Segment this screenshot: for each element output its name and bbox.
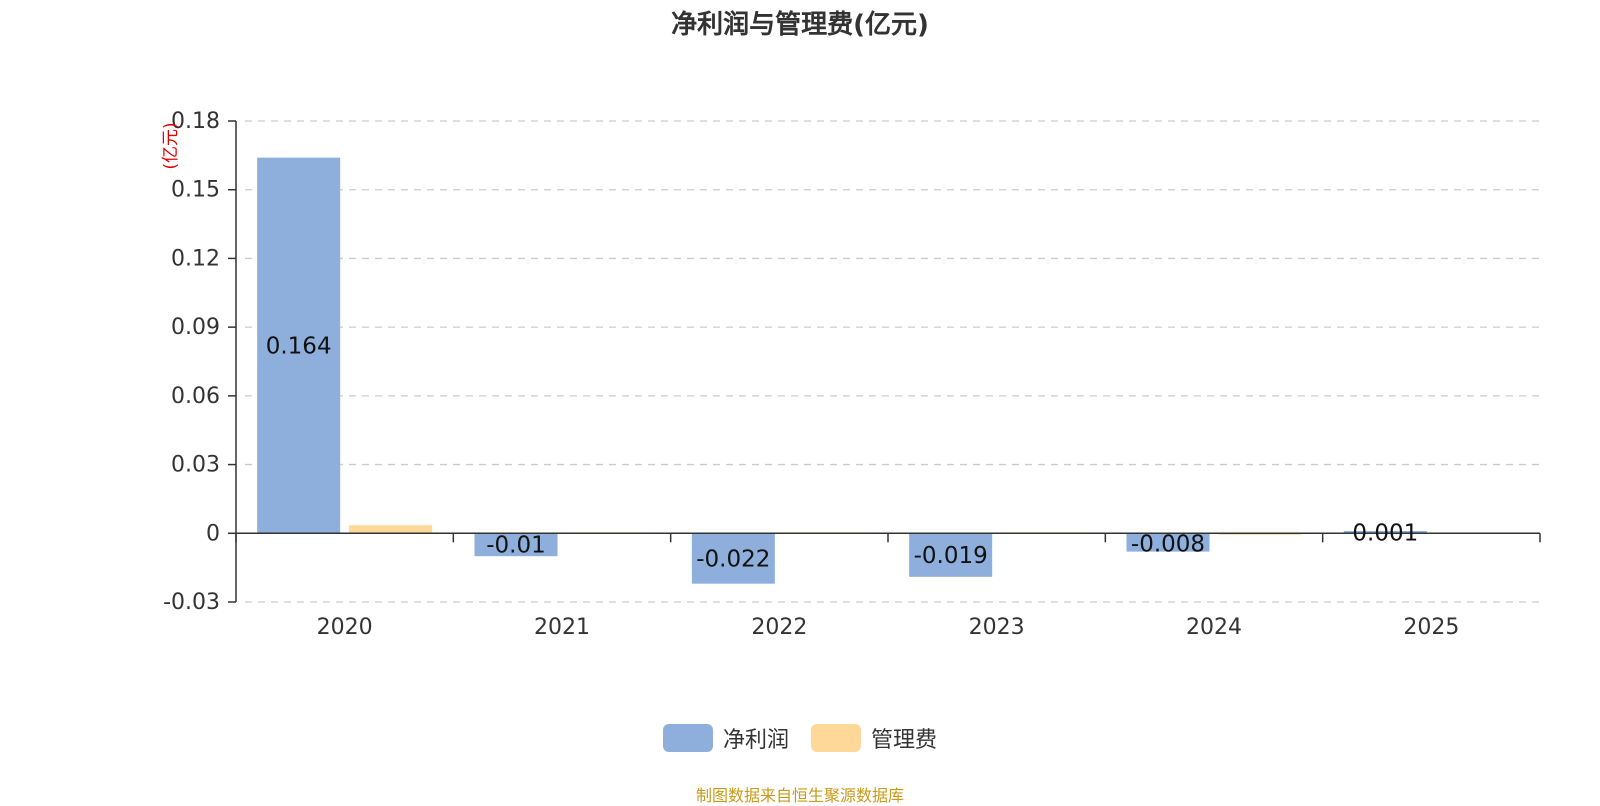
legend-item-net-profit[interactable]: 净利润 — [662, 722, 789, 754]
data-label-net-profit-2020: 0.164 — [266, 333, 332, 359]
data-labels: 0.164 -0.01 -0.022 -0.019 -0.008 0.001 — [266, 333, 1419, 572]
bar-net-profit-2024 — [1126, 533, 1210, 552]
bars — [257, 157, 1427, 584]
y-tick-label: -0.03 — [163, 590, 220, 615]
data-label-net-profit-2025: 0.001 — [1352, 520, 1418, 546]
y-tick-label: 0 — [206, 521, 220, 546]
data-label-net-profit-2021: -0.01 — [486, 533, 546, 559]
x-tick-label-2023: 2023 — [969, 615, 1025, 640]
bar-net-profit-2022 — [691, 533, 775, 584]
legend-swatch-admin-expense — [811, 724, 861, 752]
y-tick-label: 0.06 — [171, 384, 220, 409]
x-tick-label-2022: 2022 — [751, 615, 807, 640]
bar-net-profit-2021 — [474, 533, 558, 557]
legend: 净利润 管理费 — [0, 722, 1600, 754]
data-label-net-profit-2022: -0.022 — [696, 546, 770, 572]
y-tick-label: 0.12 — [171, 246, 220, 271]
data-label-net-profit-2023: -0.019 — [914, 543, 988, 569]
bar-net-profit-2025 — [1343, 530, 1427, 534]
bar-net-profit-2020 — [257, 157, 341, 534]
x-tick-label-2025: 2025 — [1403, 615, 1459, 640]
chart-title: 净利润与管理费(亿元) — [671, 10, 929, 40]
y-tick-label: 0.15 — [171, 178, 220, 203]
legend-label-admin-expense: 管理费 — [871, 728, 938, 753]
data-source-note: 制图数据来自恒生聚源数据库 — [695, 786, 904, 805]
x-tick-label-2020: 2020 — [317, 615, 373, 640]
y-axis-unit-label: (亿元) — [161, 122, 181, 169]
bar-net-profit-2023 — [909, 533, 993, 577]
legend-item-admin-expense[interactable]: 管理费 — [811, 722, 937, 754]
x-tick-label-2021: 2021 — [534, 615, 590, 640]
y-tick-label: 0.09 — [171, 315, 220, 340]
axes: -0.03 0 0.03 0.06 0.09 0.12 0.15 0.18 2020 2021 20… — [163, 109, 1541, 640]
legend-swatch-net-profit — [662, 724, 713, 752]
data-label-net-profit-2024: -0.008 — [1131, 531, 1205, 557]
legend-label-net-profit: 净利润 — [722, 728, 789, 753]
x-tick-label-2024: 2024 — [1186, 615, 1242, 640]
y-tick-label: 0.03 — [171, 453, 220, 478]
gridlines — [245, 120, 1540, 603]
bar-admin-expense-2020 — [349, 525, 433, 534]
y-tick-label: 0.18 — [171, 109, 220, 134]
